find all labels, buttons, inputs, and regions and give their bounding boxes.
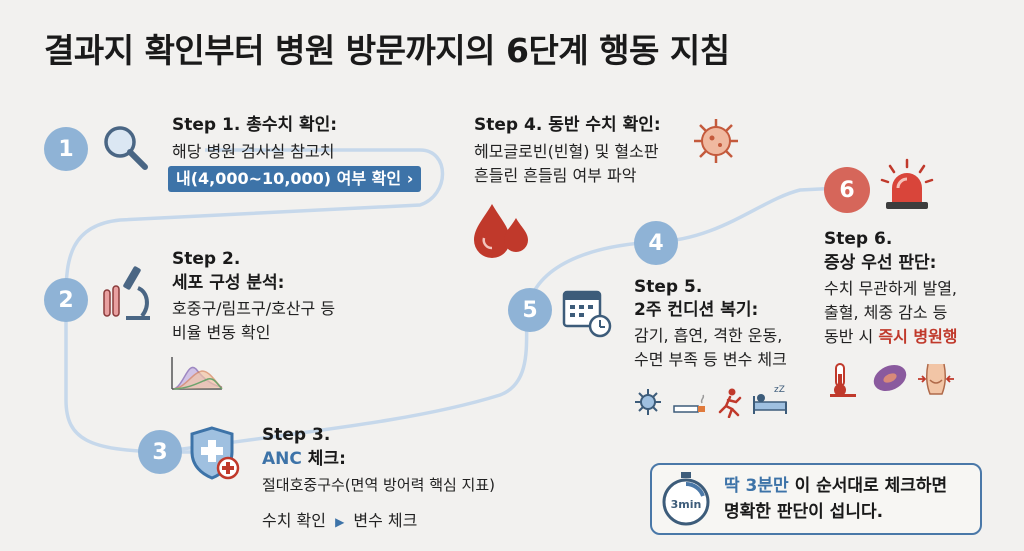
- microscope-icon: [103, 266, 150, 320]
- step-1-range-pill: 내(4,000~10,000) 여부 확인 ›: [168, 166, 422, 192]
- bleeding-icon: [873, 364, 907, 392]
- step-2-heading-1: Step 2.: [172, 249, 241, 269]
- step-4-text-1: 헤모글로빈(빈혈) 및 혈소판: [474, 142, 659, 161]
- step-2-badge: 2: [44, 278, 88, 322]
- step-6-badge: 6: [824, 167, 870, 213]
- three-minutes-label: 딱 3분만: [724, 476, 789, 496]
- immediate-hospital-label: 즉시 병원행: [878, 327, 958, 346]
- step-1-heading: Step 1. 총수치 확인:: [172, 115, 338, 135]
- magnifier-icon: [104, 126, 148, 170]
- stopwatch-icon: 3min: [662, 472, 710, 526]
- step-1-text: 해당 병원 검사실 참고치: [172, 142, 335, 161]
- svg-text:zZ: zZ: [774, 385, 785, 395]
- tip-line-1-rest: 이 순서대로 체크하면: [788, 476, 948, 496]
- anc-label: ANC: [262, 449, 302, 469]
- step-3-text-2: 수치 확인 ▶ 변수 체크: [262, 509, 417, 534]
- running-icon: [718, 388, 742, 418]
- step-6-text-2: 출혈, 체중 감소 등: [824, 303, 948, 322]
- step-5-text-2: 수면 부족 등 변수 체크: [634, 350, 787, 369]
- cold-virus-icon: [635, 389, 661, 415]
- step-6-text-3: 동반 시 즉시 병원행: [824, 325, 958, 349]
- step-6-heading-1: Step 6.: [824, 229, 893, 249]
- step-1-badge: 1: [44, 127, 88, 171]
- siren-icon: [880, 158, 934, 209]
- anc-check-label: 체크:: [301, 449, 346, 469]
- step-2-text-2: 비율 변동 확인: [172, 323, 271, 342]
- distribution-chart-icon: [171, 357, 223, 390]
- step-3-check-value: 수치 확인: [262, 511, 326, 530]
- step-2-heading-2: 세포 구성 분석:: [172, 273, 285, 293]
- sleep-bed-icon: zZ: [753, 385, 787, 414]
- tip-line-1: 딱 3분만 이 순서대로 체크하면: [724, 474, 947, 498]
- step-5-heading-2: 2주 컨디션 복기:: [634, 300, 759, 320]
- cigarette-icon: [673, 394, 705, 413]
- step-3-text-1: 절대호중구수(면역 방어력 핵심 지표): [262, 476, 496, 494]
- step-3-heading-2: ANC 체크:: [262, 447, 346, 471]
- page-title: 결과지 확인부터 병원 방문까지의 6단계 행동 지침: [44, 31, 730, 70]
- step-4-badge: 4: [634, 221, 678, 265]
- step-3-check-variables: 변수 체크: [353, 511, 418, 530]
- step-5-heading-1: Step 5.: [634, 277, 703, 297]
- step-5-badge: 5: [508, 288, 552, 332]
- weight-loss-icon: [918, 363, 954, 395]
- tip-line-2: 명확한 판단이 섭니다.: [724, 502, 884, 522]
- timer-label: 3min: [671, 498, 702, 511]
- step-4-heading: Step 4. 동반 수치 확인:: [474, 115, 661, 135]
- step-3-heading-1: Step 3.: [262, 425, 331, 445]
- step-6-heading-2: 증상 우선 판단:: [824, 253, 937, 273]
- blood-drop-icon: [474, 204, 528, 258]
- arrow-right-icon: ▶: [335, 515, 345, 529]
- step-6-text-1: 수치 무관하게 발열,: [824, 279, 958, 298]
- step-6-text-3a: 동반 시: [824, 327, 879, 346]
- virus-icon: [694, 119, 738, 163]
- calendar-clock-icon: [562, 290, 612, 338]
- thermometer-icon: [830, 363, 856, 397]
- shield-medical-icon: [190, 426, 240, 480]
- step-4-text-2: 흔들린 흔들림 여부 파악: [474, 166, 637, 185]
- tip-box: 3min 딱 3분만 이 순서대로 체크하면 명확한 판단이 섭니다.: [650, 463, 982, 535]
- step-5-text-1: 감기, 흡연, 격한 운동,: [634, 326, 783, 345]
- step-2-text-1: 호중구/림프구/호산구 등: [172, 299, 336, 318]
- step-3-badge: 3: [138, 430, 182, 474]
